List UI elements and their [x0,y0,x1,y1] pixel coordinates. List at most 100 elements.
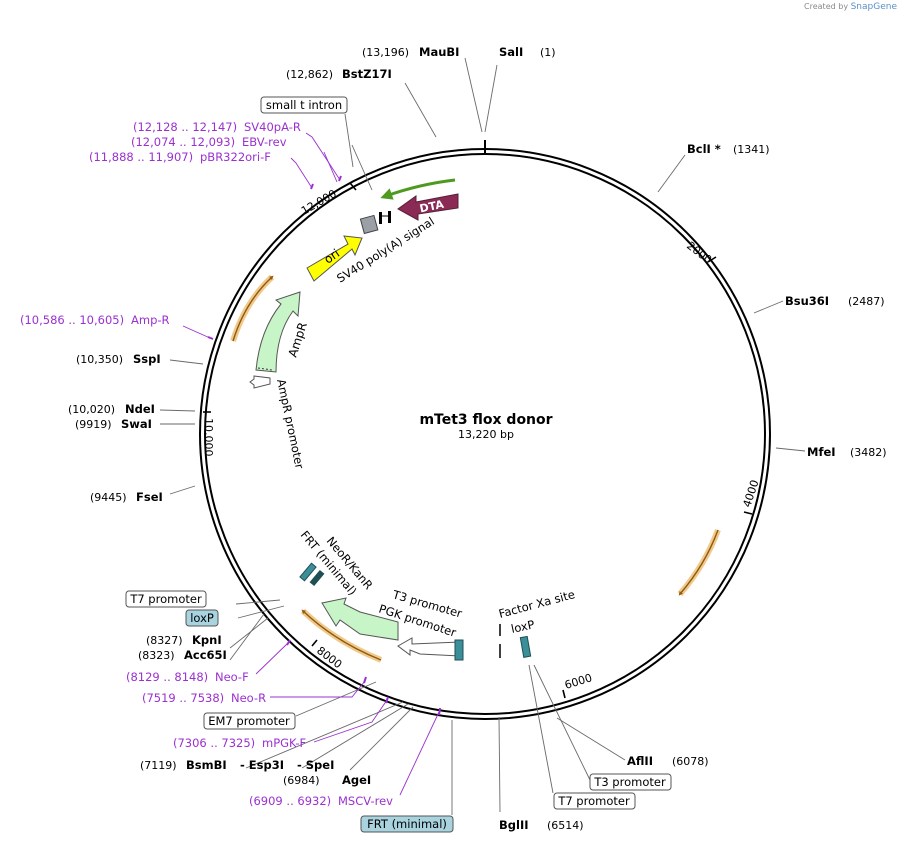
tick-mark-12000 [349,182,357,191]
primer-amp-r-range: (10,586 .. 10,605) [20,313,124,327]
primer-sv40pa-r-range: (12,128 .. 12,147) [133,120,237,134]
site-sali-name: SalI [499,45,523,59]
boxed-t3-promoter-right: T3 promoter [589,773,672,791]
loxp-right-label: loxP [510,617,536,636]
site-ndei-name: NdeI [125,402,155,416]
site-acc65i-name: Acc65I [184,648,227,662]
boxed-frt-minimal-bottom: FRT (minimal) [360,815,454,833]
primer-ebv-rev-name: EBV-rev [242,135,287,149]
site-spei-name: - SpeI [297,758,334,772]
tick-mark-4000 [743,511,753,515]
site-sspi-name: SspI [133,352,161,366]
feature-dta: DTA [397,193,459,221]
site-bsu36i-pos: (2487) [848,295,885,308]
primer-amp-r-name: Amp-R [131,313,170,327]
orange-arc-left-core [232,275,274,342]
t7-promoter-right-label: T7 promoter [557,794,630,808]
site-bglii-name: BglII [499,818,529,832]
primer-neo-f-range: (8129 .. 8148) [126,670,208,684]
site-bsu36i-name: Bsu36I [785,294,829,308]
frt-minimal-bottom-label: FRT (minimal) [367,817,447,831]
site-sspi-pos: (10,350) [76,353,123,366]
primer-mpgk-f-name: mPGK-F [262,736,306,750]
snapgene-logo: SnapGene [850,2,897,12]
site-bsmbi-name: BsmBI [186,758,227,772]
site-mfei-pos: (3482) [850,446,887,459]
em7-promoter-label: EM7 promoter [208,714,290,728]
site-acc65i-pos: (8323) [138,649,175,662]
primer-mscv-rev-name: MSCV-rev [338,794,393,808]
ampr-promoter-arrow [249,375,271,389]
site-leaders [159,57,806,815]
site-bglii-pos: (6514) [547,819,584,832]
small-markers-near-dta [359,211,391,235]
primer-ebv-rev-range: (12,074 .. 12,093) [131,135,235,149]
tick-label-6000: 6000 [563,671,594,692]
boxed-t7-promoter-right: T7 promoter [553,792,636,810]
tick-mark-8000 [311,639,318,647]
boxed-loxp-left: loxP [185,609,219,627]
ampr-arrow [255,291,301,373]
primer-neo-r-range: (7519 .. 7538) [142,691,224,705]
ampr-promoter-label: AmpR promoter [274,378,307,471]
primer-neo-f-name: Neo-F [215,670,249,684]
ampr-label: AmpR [286,320,310,358]
primer-neo-r-name: Neo-R [231,691,266,705]
boxed-em7-promoter: EM7 promoter [203,712,296,730]
primer-pbr322ori-f-name: pBR322ori-F [200,150,271,164]
site-ndei-pos: (10,020) [68,403,115,416]
site-fsei-pos: (9445) [90,491,127,504]
primer-mpgk-f-range: (7306 .. 7325) [173,736,255,750]
site-kpni-name: KpnI [192,633,222,647]
feature-ori: ori [306,235,363,282]
green-arc-arrow [380,178,456,200]
dta-label: DTA [418,198,445,216]
tick-label-2000: 2000 [684,239,714,266]
orange-arc-right-core [678,529,719,596]
site-maubi-name: MauBI [419,45,459,59]
dta-arrow [397,193,459,221]
primer-mscv-rev-range: (6909 .. 6932) [249,794,331,808]
site-kpni-pos: (8327) [146,634,183,647]
site-bstz17i-name: BstZ17I [342,67,392,81]
site-sali-pos: (1) [540,46,556,59]
tick-label-12000: 12,000 [299,187,339,218]
t3-promoter-right-label: T3 promoter [593,775,666,789]
snapgene-credit: Created by SnapGene [804,2,897,12]
site-swai-name: SwaI [121,417,152,431]
site-bcli-name: BclI * [687,142,721,156]
orange-arc-bottom-core [301,609,382,661]
plasmid-name: mTet3 flox donor [419,412,552,428]
site-mfei-name: MfeI [807,445,836,459]
site-bstz17i-pos: (12,862) [286,68,333,81]
site-bsmbi-pos: (7119) [140,759,177,772]
plasmid-length: 13,220 bp [458,428,514,441]
site-swai-pos: (9919) [75,418,112,431]
site-esp3i-name: - Esp3I [240,758,284,772]
orange-arc-right [677,528,721,596]
site-aflii-name: AflII [627,754,653,768]
boxed-small-t-intron: small t intron [260,96,348,114]
site-agei-name: AgeI [342,773,371,787]
ori-arrow [306,235,363,282]
feature-ampr: AmpR [255,291,310,373]
site-maubi-pos: (13,196) [362,46,409,59]
tick-mark-6000 [562,689,566,699]
loxp-left-label: loxP [190,611,214,625]
tick-mark-2000 [707,256,717,263]
small-t-intron-label: small t intron [266,98,342,112]
site-aflii-pos: (6078) [672,755,709,768]
t7-promoter-left-label: T7 promoter [129,592,202,606]
pgk-promoter-arrow [397,637,461,657]
factor-xa-label: Factor Xa site [497,587,576,621]
primer-leaders [182,132,440,796]
boxed-t7-promoter-left: T7 promoter [125,590,207,608]
loxp-right-box [519,635,532,658]
site-bcli-pos: (1341) [733,143,770,156]
site-agei-pos: (6984) [283,774,320,787]
site-fsei-name: FseI [136,490,163,504]
neor-arrow [321,597,399,641]
tick-label-10000: 10,000 [202,418,215,457]
primer-pbr322ori-f-range: (11,888 .. 11,907) [89,150,193,164]
